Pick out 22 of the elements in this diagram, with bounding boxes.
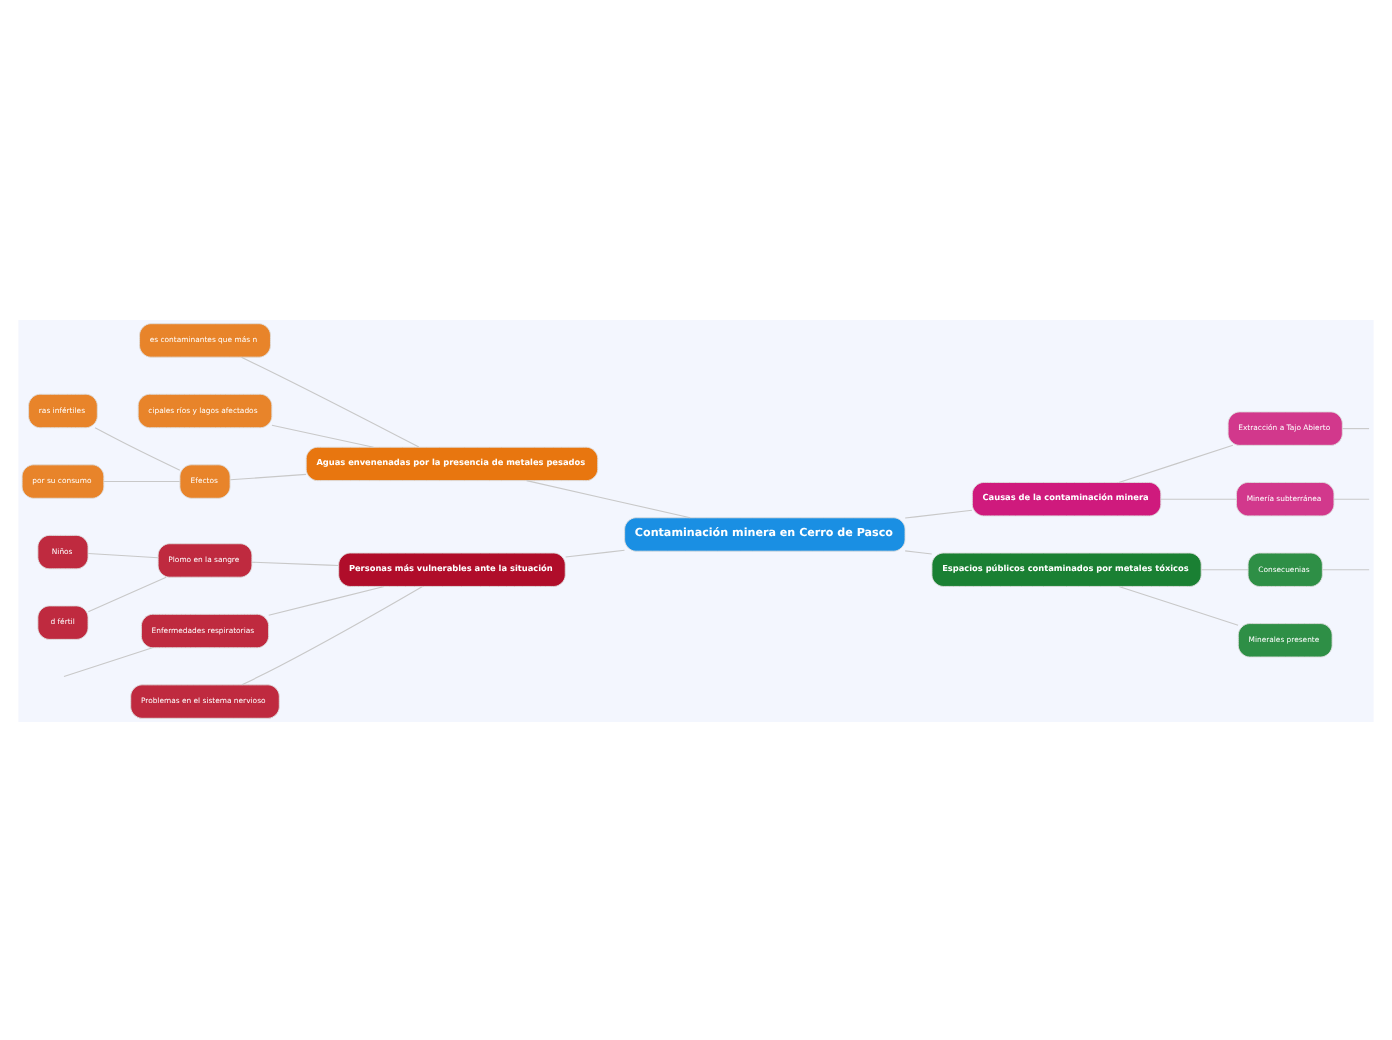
connector: [1118, 584, 1239, 625]
connector: [94, 426, 181, 470]
connector: [268, 584, 385, 615]
connector: [1333, 497, 1370, 499]
connector: [240, 355, 420, 447]
connector: [229, 472, 307, 480]
connector: [1341, 427, 1370, 429]
connector: [1118, 443, 1234, 482]
connector: [1322, 568, 1370, 570]
connector: [565, 548, 626, 557]
connector: [251, 560, 339, 566]
connector: [904, 549, 933, 554]
connector: [241, 585, 423, 685]
connector: [87, 552, 159, 558]
connector: [904, 508, 973, 518]
connector: [526, 479, 691, 518]
connector: [1200, 568, 1249, 570]
connector: [63, 646, 153, 677]
connector: [271, 423, 375, 447]
connector: [1160, 497, 1237, 499]
connector: [103, 480, 181, 482]
connector: [87, 575, 167, 612]
